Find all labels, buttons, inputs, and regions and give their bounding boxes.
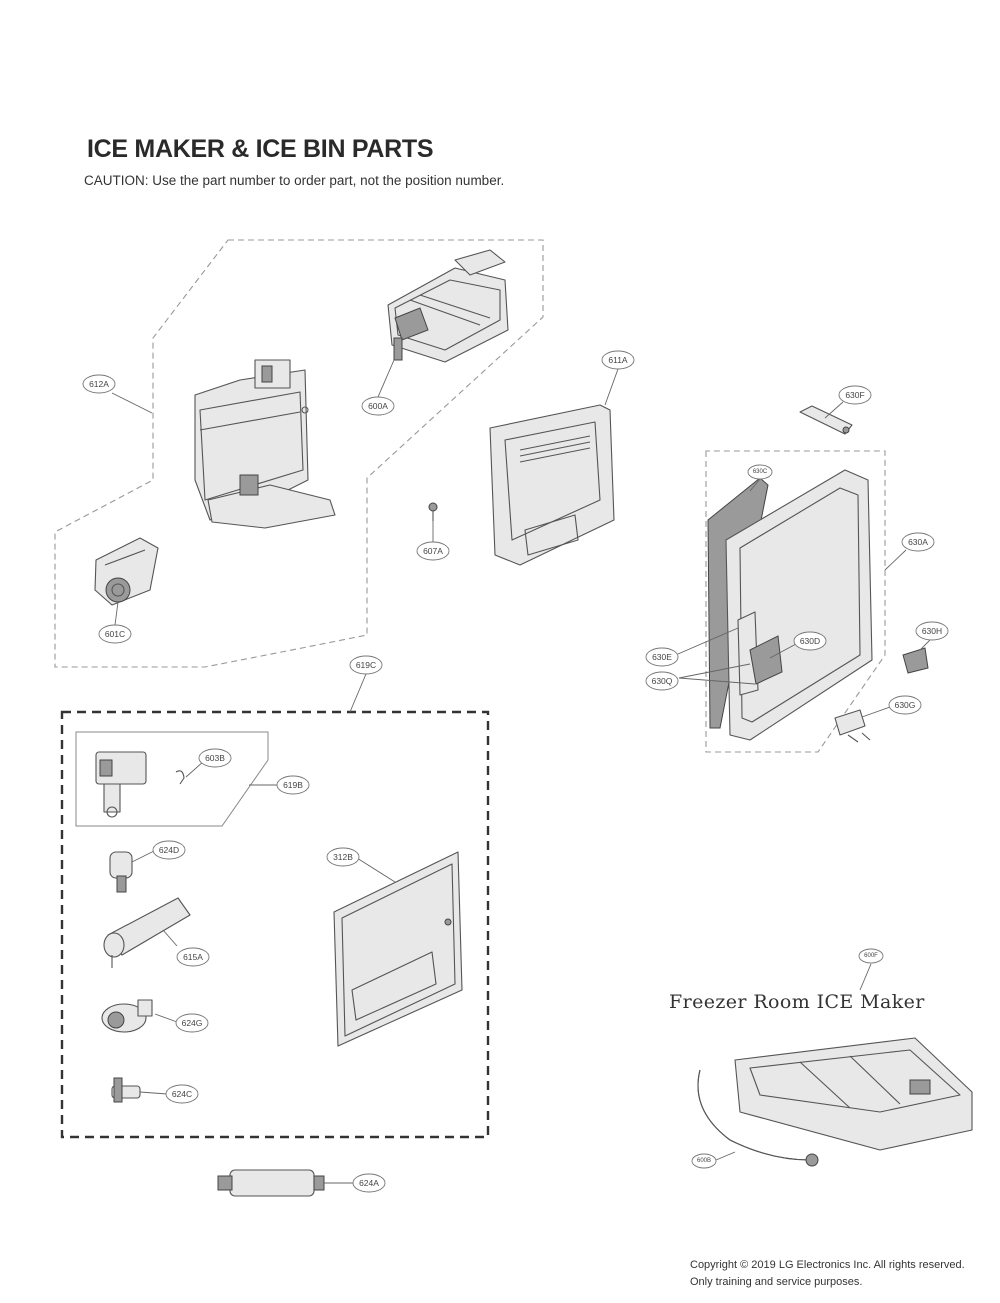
callout-611a: 611A [601,350,635,370]
cover-611a-part [489,404,615,566]
ice-bin-door-630a-part [707,469,873,741]
callout-601c: 601C [98,624,132,644]
svg-text:607A: 607A [423,546,443,556]
filter-615a-part [103,897,191,968]
svg-text:630F: 630F [845,390,864,400]
group-outline-612a [54,239,544,668]
svg-text:312B: 312B [333,852,353,862]
svg-text:615A: 615A [183,952,203,962]
callout-624d: 624D [152,840,186,860]
clip-630h-part [902,647,929,674]
svg-text:630E: 630E [652,652,672,662]
callout-630g: 630G [888,695,922,715]
callout-630e: 630E [645,647,679,667]
callout-630d: 630D [793,631,827,651]
page-title: ICE MAKER & ICE BIN PARTS [87,135,434,163]
svg-text:624C: 624C [172,1089,192,1099]
callout-624c: 624C [165,1084,199,1104]
callout-619c: 619C [349,655,383,675]
inline-filter-624a-part [217,1169,325,1197]
callout-630q: 630Q [645,671,679,691]
svg-text:619B: 619B [283,780,303,790]
callout-612a: 612A [82,374,116,394]
leader-lines [111,359,931,1184]
svg-text:630H: 630H [922,626,942,636]
svg-text:624D: 624D [159,845,179,855]
freezer-ice-maker-600f-part [734,1037,973,1151]
svg-text:601C: 601C [105,629,125,639]
connector-624g-part [101,999,153,1033]
elbow-624c-part [111,1077,141,1103]
svg-text:630D: 630D [800,636,820,646]
callout-600a: 600A [361,396,395,416]
svg-text:624A: 624A [359,1178,379,1188]
callout-600b: 600B [691,1153,717,1169]
svg-text:611A: 611A [608,355,628,365]
svg-text:600A: 600A [368,401,388,411]
callout-603b: 603B [198,748,232,768]
freezer-room-label: Freezer Room ICE Maker [669,991,925,1013]
svg-text:600F: 600F [864,953,878,959]
callout-630h: 630H [915,621,949,641]
svg-text:630C: 630C [753,469,768,475]
bracket-612a-part [194,359,336,529]
copyright-notice: Copyright © 2019 LG Electronics Inc. All… [690,1259,965,1288]
svg-text:612A: 612A [89,379,109,389]
callout-615a: 615A [176,947,210,967]
bracket-630g-part [834,709,871,743]
screw-607a-part [428,502,438,521]
svg-text:619C: 619C [356,660,376,670]
ejector-arm-600b-part [697,1069,819,1167]
callout-630f: 630F [838,385,872,405]
ice-maker-600a-part [387,249,509,363]
water-valve-619b-part [95,751,185,818]
callout-630c: 630C [747,464,773,480]
group-outline-619b [75,731,269,827]
svg-text:630Q: 630Q [652,676,673,686]
callout-624a: 624A [352,1173,386,1193]
callout-630a: 630A [901,532,935,552]
panel-312b-part [333,851,463,1047]
svg-text:603B: 603B [205,753,225,763]
svg-text:630A: 630A [908,537,928,547]
group-outline-630a [705,450,886,753]
svg-text:600B: 600B [697,1158,711,1164]
hinge-630f-part [799,405,853,435]
callout-312b: 312B [326,847,360,867]
caution-note: CAUTION: Use the part number to order pa… [84,173,505,188]
callout-607a: 607A [416,541,450,561]
callout-619b: 619B [276,775,310,795]
fitting-624d-part [109,851,133,893]
svg-text:624G: 624G [182,1018,203,1028]
callout-624g: 624G [175,1013,209,1033]
motor-601c-part [94,537,159,606]
callout-600f: 600F [858,948,884,964]
svg-text:630G: 630G [895,700,916,710]
group-outline-619c [60,710,490,1139]
